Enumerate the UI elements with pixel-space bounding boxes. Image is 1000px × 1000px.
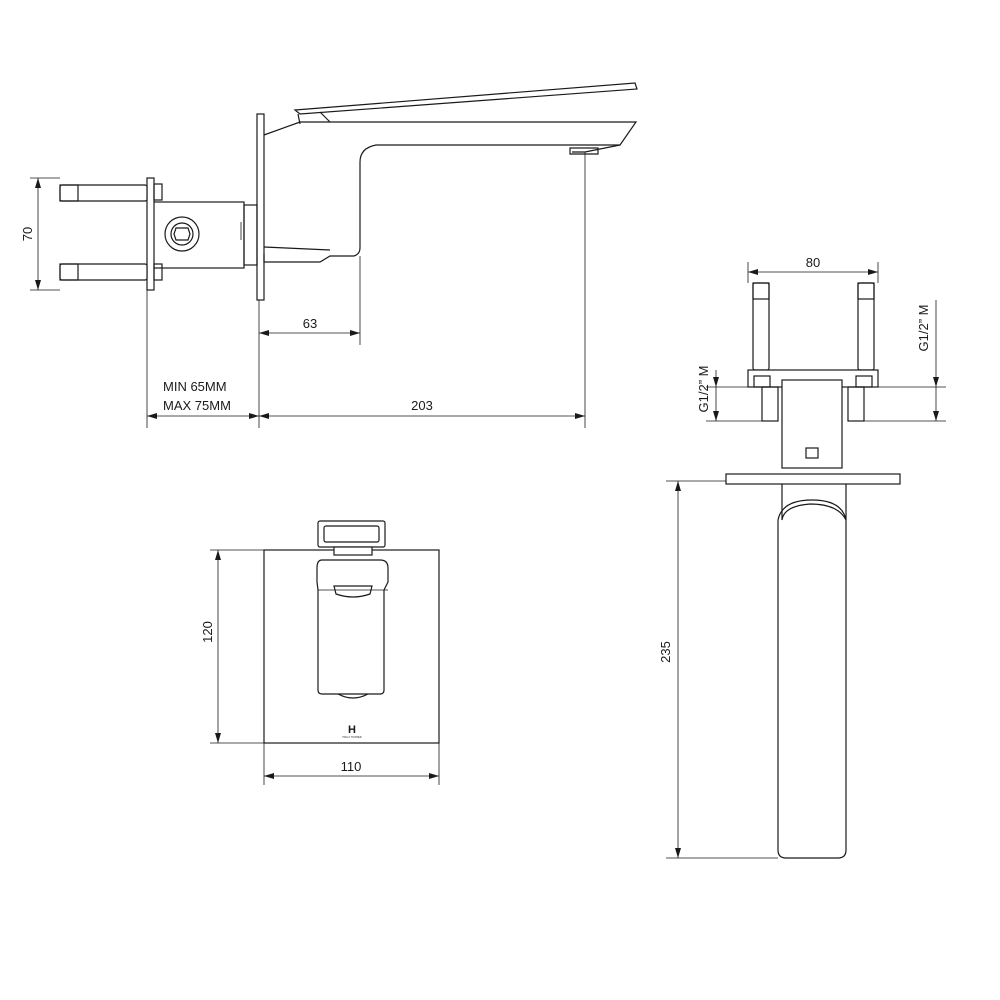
side-valve-hex [173,227,191,241]
plan-valve-body [781,379,843,469]
dim-235-label: 235 [658,641,673,663]
plan-spout [781,484,847,521]
plan-inlet-left [752,282,770,371]
dim-wall-depth-max-label: MAX 75MM [163,398,231,413]
plan-view: 80 G1/2” M G1/2” M 235 [658,255,946,859]
side-body-collar [243,204,258,266]
plan-spout-body [777,499,847,859]
front-lever-stem [333,546,373,556]
side-inlet-upper [59,184,148,202]
front-spout-body [316,559,389,695]
front-wall-plate [263,549,440,744]
side-inlet-upper-cap [59,184,79,202]
side-lever-stem [297,111,331,125]
side-aerator [569,147,599,155]
dim-80-label: 80 [806,255,820,270]
dim-thread-upper-label: G1/2” M [916,305,931,352]
side-valve-circle-inner [170,222,194,246]
dim-63-label: 63 [303,316,317,331]
side-lever-handle [293,82,638,115]
front-lever-top [317,520,386,548]
side-inlet-lower-cap [59,263,79,281]
front-logo-mark: H [348,724,356,736]
dim-wall-depth-min-label: MIN 65MM [163,379,227,394]
side-inlet-lower [59,263,148,281]
dim-120-label: 120 [200,621,215,643]
dim-thread-lower-label: G1/2” M [696,366,711,413]
front-view: H HOLLY HUNTER 120 110 [200,520,440,785]
side-valve-circle-outer [164,216,200,252]
side-valve-body [151,201,245,269]
plan-wall-plate [725,473,901,485]
dim-70-label: 70 [20,227,35,241]
side-bracket [146,177,155,291]
dim-203-label: 203 [411,398,433,413]
front-lever-top-inner [323,525,380,543]
side-view: 70 63 MIN 65MM MAX 75MM 203 [20,82,638,428]
side-bracket-bottom [153,263,163,281]
dim-110-label: 110 [341,759,362,774]
side-spout-underside [263,144,621,251]
front-logo-text: HOLLY HUNTER [342,736,361,739]
side-bracket-top [153,183,163,201]
side-spout-arm [263,121,638,263]
plan-inlet-right [857,282,875,371]
side-wall-plate [256,113,265,301]
